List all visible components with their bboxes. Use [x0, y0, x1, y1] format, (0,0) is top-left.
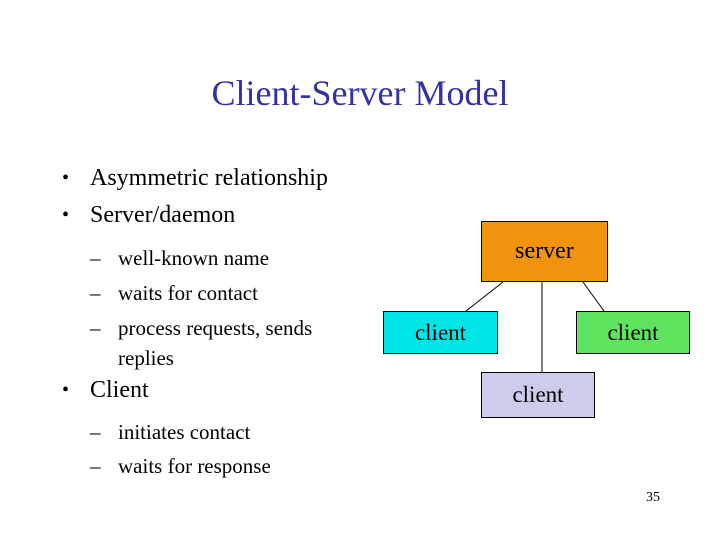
bullet-text: waits for response — [118, 454, 271, 478]
connector-server-client-left — [465, 281, 504, 312]
bullet-item: – well-known name — [90, 243, 269, 273]
dash-icon: – — [90, 281, 101, 305]
diagram-node-server: server — [481, 221, 608, 282]
diagram-node-client-right: client — [576, 311, 690, 354]
dash-icon: – — [90, 454, 101, 478]
bullet-text: Server/daemon — [90, 202, 236, 228]
dash-icon: – — [90, 420, 101, 444]
diagram-node-client-left: client — [383, 311, 498, 354]
slide-title: Client-Server Model — [211, 73, 509, 113]
bullet-text: process requests, sends replies — [118, 316, 313, 370]
bullet-text: initiates contact — [118, 420, 251, 444]
connector-server-client-right — [582, 281, 605, 312]
dash-icon: – — [90, 246, 101, 270]
page-number: 35 — [646, 490, 660, 505]
bullet-text: waits for contact — [118, 281, 258, 305]
bullet-dot-icon: • — [62, 379, 70, 401]
bullet-item: • Client — [62, 376, 149, 404]
bullet-dot-icon: • — [62, 167, 70, 189]
dash-icon: – — [90, 316, 101, 340]
diagram-node-client-bottom: client — [481, 372, 595, 418]
bullet-item: – waits for contact — [90, 278, 258, 308]
bullet-item: – initiates contact — [90, 417, 250, 447]
bullet-text: Client — [90, 377, 149, 403]
bullet-text: well-known name — [118, 246, 270, 270]
bullet-item: – process requests, sends replies — [90, 313, 346, 373]
bullet-dot-icon: • — [62, 204, 70, 226]
bullet-item: • Asymmetric relationship — [62, 164, 328, 192]
bullet-item: • Server/daemon — [62, 201, 235, 229]
bullet-text: Asymmetric relationship — [90, 165, 328, 191]
bullet-item: – waits for response — [90, 451, 271, 481]
